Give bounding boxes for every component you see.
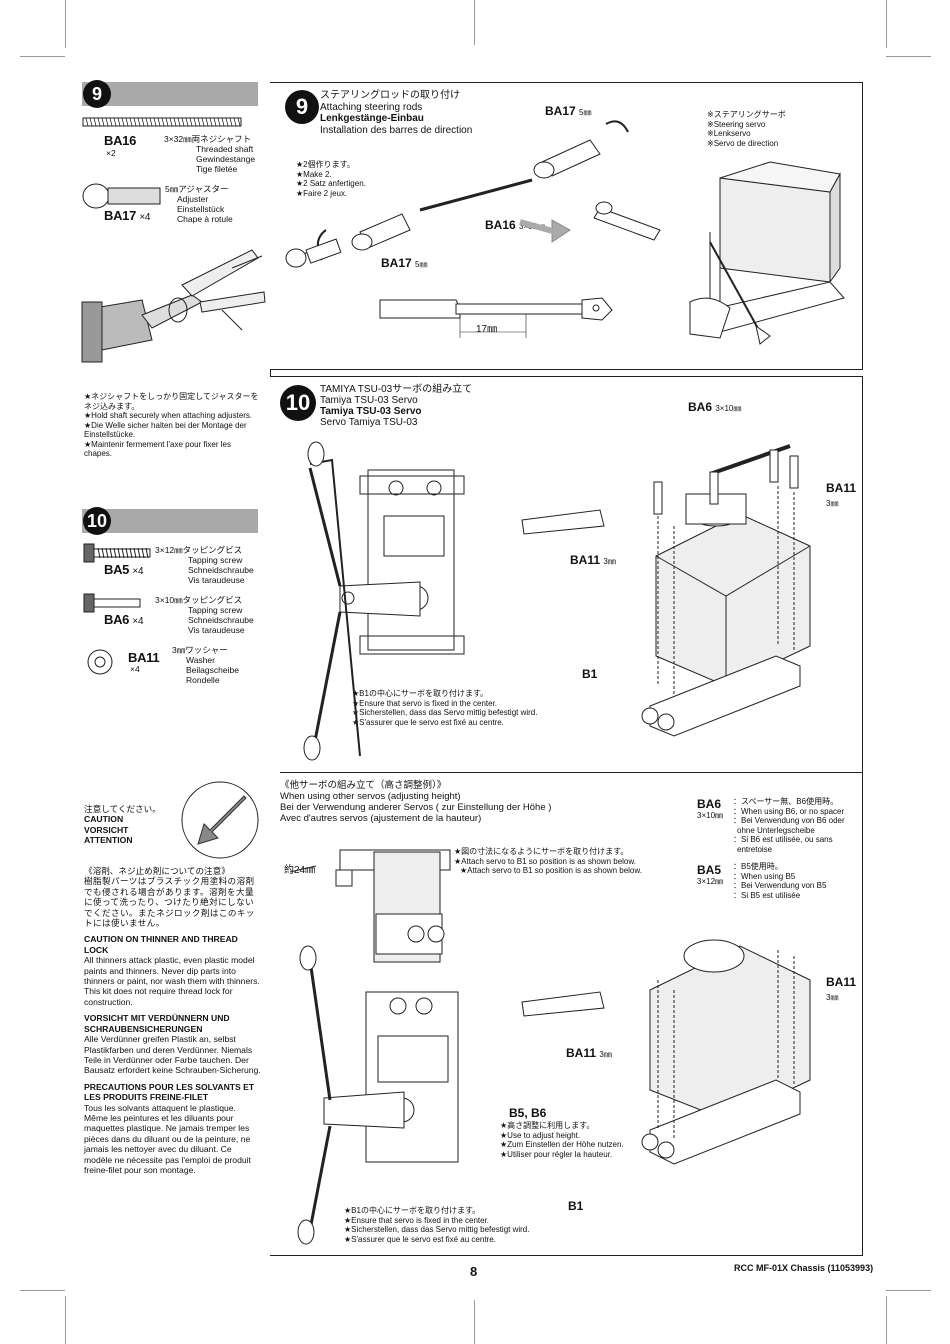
part-description: 5㎜アジャスター Adjuster Einstellstück Chape à … [165,184,233,224]
height-dimension: 約24㎜ [284,865,316,876]
step9-make-note: ★2個作ります。 ★Make 2. ★2 Satz anfertigen. ★F… [296,160,366,198]
crop-mark [474,1300,475,1344]
step9-header-bar [82,82,258,106]
crop-mark [886,1296,887,1344]
dimension-label: 17㎜ [476,324,498,335]
caution-heading: 注意してください。 CAUTION VORSICHT ATTENTION [84,804,161,846]
crop-mark [20,56,65,57]
label-ba11: BA11 3㎜ [570,553,616,567]
part-code: BA16 [104,133,137,148]
label-ba11: BA11 3㎜ [566,1046,612,1060]
step9-title: ステアリングロッドの取り付け Attaching steering rods L… [320,90,473,136]
washer-icon [87,649,113,675]
other-servo-title: 《他サーボの組み立て（高さ調整例）》 When using other serv… [280,780,552,824]
ba5-usage: ：B5使用時。 ：When using B5 ：Bei Verwendung v… [733,862,827,900]
caution-body: 《溶剤、ネジ止め剤についての注意》 樹脂製パーツはプラスチック用塗料の溶剤でも侵… [84,866,261,1175]
center-note: ★B1の中心にサーボを取り付けます。 ★Ensure that servo is… [344,1206,530,1244]
step10-panel-number: 10 [280,385,316,421]
label-ba5-size: 3×12㎜ [697,877,724,886]
part-code: BA11 [128,650,160,665]
step10-servo-illustration [303,441,811,761]
step9-panel-number: 9 [285,90,319,124]
label-ba17: BA17 5㎜ [381,256,428,270]
part-qty: ×2 [106,148,116,158]
crop-mark [65,1296,66,1344]
step9-illustration [285,120,845,345]
step10-title: TAMIYA TSU-03サーボの組み立て Tamiya TSU-03 Serv… [320,384,473,428]
label-ba5: BA5 [697,863,722,877]
part-code: BA17 ×4 [104,208,151,223]
caution-arrow-icon [181,781,259,859]
label-ba6-size: 3×10㎜ [697,811,724,820]
steering-servo-note: ※ステアリングサーボ ※Steering servo ※Lenkservo ※S… [707,110,786,148]
label-b1: B1 [582,667,598,681]
b5-b6-usage: ★高さ調整に利用します。 ★Use to adjust height. ★Zum… [500,1121,624,1159]
threaded-shaft-icon [82,117,242,127]
step9-tip: ★ネジシャフトをしっかり固定してジャスターをネジ込みます。 ★Hold shaf… [84,392,259,458]
section-divider [280,772,862,773]
part-code: BA5 ×4 [104,562,144,577]
screw-icon [83,593,141,613]
ba6-usage: ：スペーサー無、B6使用時。 ：When using B6, or no spa… [733,797,845,854]
page-number: 8 [470,1264,478,1279]
part-description: 3×12㎜タッピングビス Tapping screw Schneidschrau… [155,545,254,585]
step10-header-bar [82,509,258,533]
label-ba17: BA17 5㎜ [545,104,592,118]
part-code: BA6 ×4 [104,612,144,627]
model-label: RCC MF-01X Chassis (11053993) [734,1263,874,1273]
part-description: 3×10㎜タッピングビス Tapping screw Schneidschrau… [155,595,254,635]
other-servo-illustration [289,849,811,1245]
pliers-illustration [81,249,266,363]
part-qty: ×4 [130,664,140,674]
adjuster-icon [82,183,161,209]
attach-note: ★図の寸法になるようにサーボを取り付けます。 ★Attach servo to … [454,847,642,875]
label-b5-b6: B5, B6 [509,1106,547,1120]
step10-number-badge: 10 [83,507,111,535]
crop-mark [474,0,475,45]
crop-mark [886,1290,931,1291]
crop-mark [886,0,887,48]
crop-mark [886,56,931,57]
crop-mark [20,1290,65,1291]
center-note: ★B1の中心にサーボを取り付けます。 ★Ensure that servo is… [352,689,538,727]
screw-icon [83,543,151,563]
label-ba6: BA6 3×10㎜ [688,400,742,414]
step9-number-badge: 9 [83,80,111,108]
label-b1: B1 [568,1199,584,1213]
part-description: 3㎜ワッシャー Washer Beilagscheibe Rondelle [172,645,239,685]
part-description: 3×32㎜両ネジシャフト Threaded shaft Gewindestang… [164,134,256,174]
crop-mark [65,0,66,48]
label-ba6: BA6 [697,797,722,811]
